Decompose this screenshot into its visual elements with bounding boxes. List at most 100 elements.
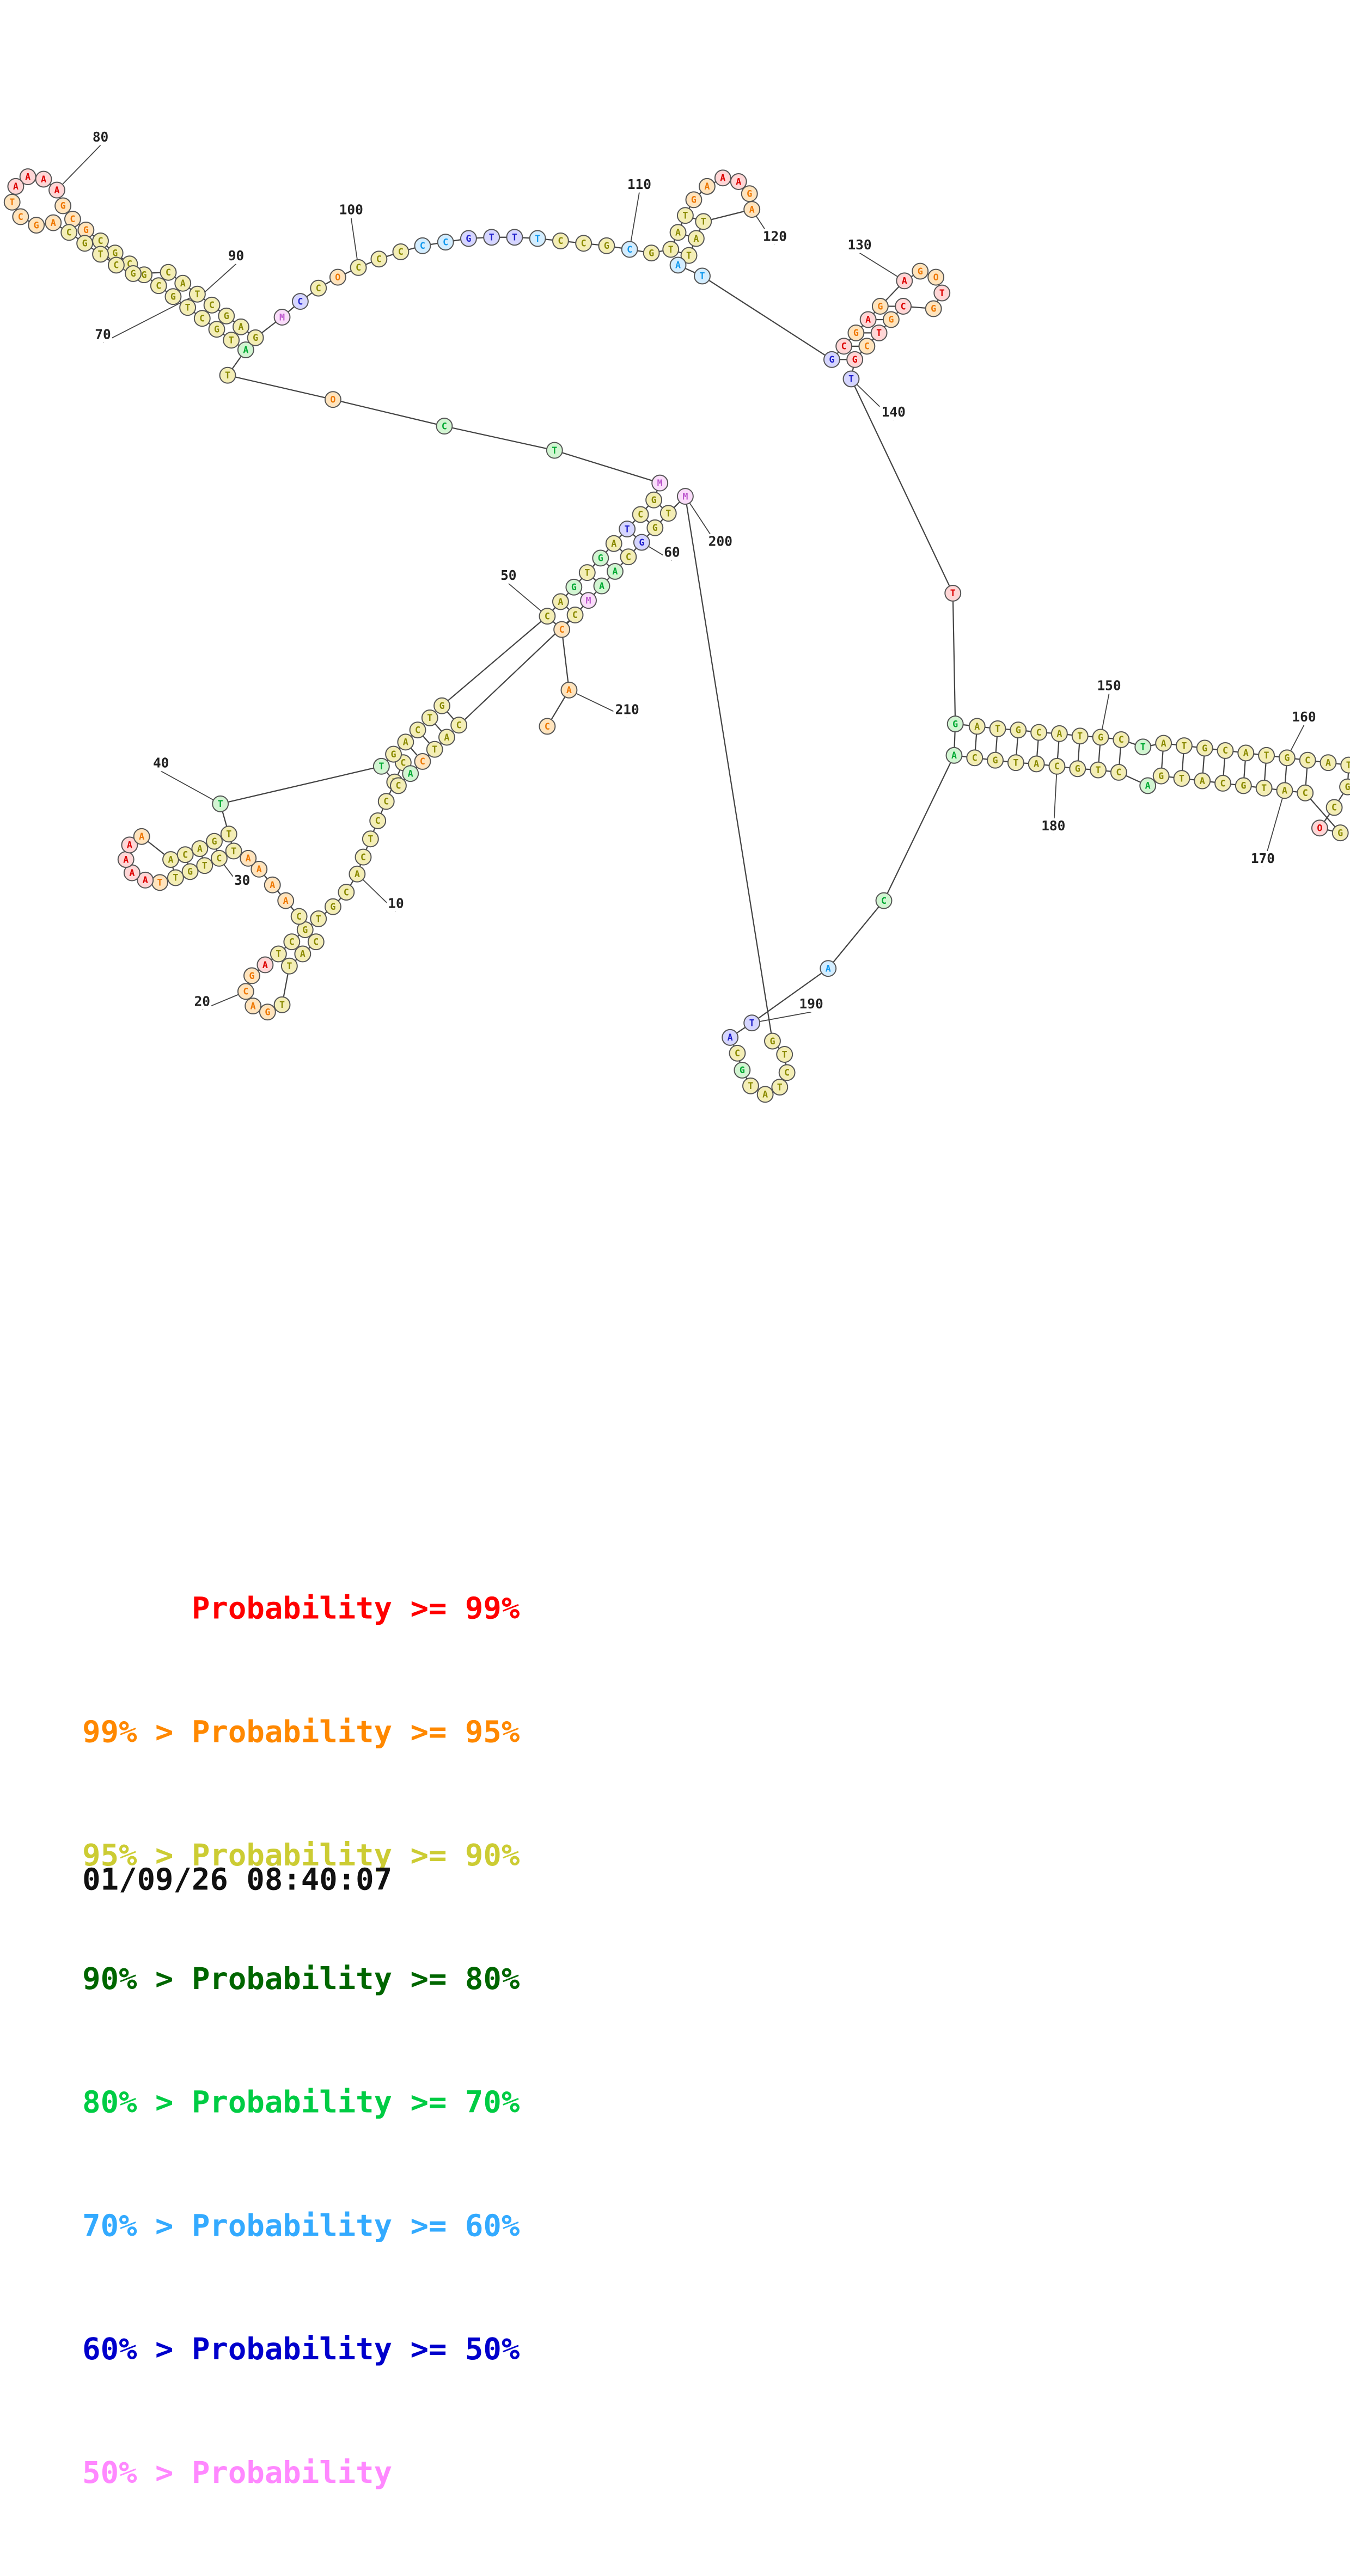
nucleotide-circle bbox=[409, 721, 426, 739]
nucleotide-circle bbox=[243, 967, 260, 984]
nucleotide: G bbox=[125, 265, 142, 282]
nucleotide: A bbox=[277, 892, 295, 909]
nucleotide-circle bbox=[92, 246, 109, 263]
nucleotide-letter: T bbox=[848, 374, 854, 384]
nucleotide-letter: G bbox=[1016, 725, 1021, 735]
nucleotide: G bbox=[208, 321, 225, 338]
nucleotide-letter: C bbox=[243, 987, 248, 997]
nucleotide-letter: G bbox=[918, 266, 923, 277]
nucleotide: T bbox=[989, 720, 1006, 737]
position-label-bg bbox=[337, 202, 365, 218]
backbone-edge bbox=[850, 378, 954, 593]
nucleotide-letter: C bbox=[216, 853, 222, 864]
nucleotide: C bbox=[895, 298, 912, 315]
nucleotide-letter: C bbox=[156, 280, 161, 291]
nucleotide-circle bbox=[1152, 767, 1170, 785]
nucleotide-circle bbox=[12, 208, 29, 225]
nucleotide: G bbox=[259, 1004, 276, 1021]
nucleotide-letter: A bbox=[25, 172, 30, 182]
label-leader-line bbox=[161, 770, 221, 805]
nucleotide: C bbox=[310, 279, 327, 297]
nucleotide-circle bbox=[870, 324, 888, 341]
nucleotide-circle bbox=[882, 311, 900, 328]
nucleotide: O bbox=[324, 391, 341, 408]
nucleotide: A bbox=[240, 849, 257, 867]
position-label-bg bbox=[193, 994, 212, 1010]
nucleotide: T bbox=[578, 564, 596, 582]
nucleotide: C bbox=[729, 1044, 746, 1062]
nucleotide-circle bbox=[896, 272, 913, 290]
nucleotide-circle bbox=[203, 296, 221, 314]
nucleotide: M bbox=[676, 488, 694, 505]
nucleotide-circle bbox=[871, 298, 889, 315]
nucleotide: A bbox=[1237, 744, 1255, 762]
nucleotide: G bbox=[385, 745, 402, 763]
nucleotide-circle bbox=[460, 230, 477, 247]
nucleotide-circle bbox=[240, 849, 257, 867]
nucleotide-letter: G bbox=[83, 225, 89, 235]
nucleotide-circle bbox=[698, 178, 716, 195]
nucleotide-circle bbox=[529, 230, 546, 247]
position-label: 20 bbox=[194, 994, 210, 1009]
nucleotide-circle bbox=[632, 506, 649, 523]
nucleotide-letter: A bbox=[1282, 786, 1287, 796]
nucleotide: A bbox=[1155, 735, 1172, 752]
nucleotide-circle bbox=[578, 564, 596, 582]
nucleotide: C bbox=[390, 777, 407, 794]
nucleotide-letter: C bbox=[18, 212, 23, 222]
nucleotide-circle bbox=[620, 548, 637, 566]
nucleotide: A bbox=[722, 1029, 739, 1046]
nucleotide-letter: T bbox=[9, 197, 15, 207]
nucleotide-letter: T bbox=[1013, 757, 1018, 768]
position-label: 10 bbox=[388, 895, 404, 911]
nucleotide-letter: C bbox=[784, 1068, 790, 1078]
nucleotide-circle bbox=[377, 793, 395, 810]
nucleotide-letter: O bbox=[330, 394, 335, 405]
nucleotide-circle bbox=[1194, 772, 1211, 790]
backbone-edge bbox=[561, 629, 570, 690]
nucleotide-letter: T bbox=[368, 834, 373, 845]
nucleotide-circle bbox=[1071, 727, 1089, 745]
nucleotide-circle bbox=[164, 288, 182, 305]
nucleotide-letter: A bbox=[1161, 738, 1166, 749]
nucleotide-circle bbox=[912, 262, 929, 280]
nucleotide-circle bbox=[676, 207, 694, 224]
nucleotide-circle bbox=[598, 237, 615, 254]
nucleotide: T bbox=[944, 584, 962, 602]
nucleotide: C bbox=[1214, 775, 1231, 792]
nucleotide-letter: A bbox=[865, 315, 871, 325]
nucleotide-letter: C bbox=[881, 896, 887, 906]
nucleotide-circle bbox=[259, 1004, 276, 1021]
nucleotide-circle bbox=[369, 812, 387, 829]
nucleotide-letter: C bbox=[1036, 727, 1042, 738]
nucleotide-letter: C bbox=[415, 725, 420, 735]
nucleotide-letter: M bbox=[586, 596, 591, 606]
nucleotide: T bbox=[529, 230, 546, 247]
nucleotide-letter: A bbox=[762, 1090, 768, 1100]
nucleotide-circle bbox=[324, 898, 341, 915]
nucleotide-circle bbox=[438, 729, 455, 746]
nucleotide-circle bbox=[181, 863, 199, 880]
backbone-edge bbox=[685, 496, 773, 1042]
nucleotide-letter: C bbox=[356, 262, 361, 273]
nucleotide: A bbox=[552, 593, 569, 610]
nucleotide-circle bbox=[694, 267, 711, 285]
nucleotide-letter: C bbox=[1119, 735, 1124, 745]
nucleotide: C bbox=[409, 721, 426, 739]
nucleotide-letter: T bbox=[378, 761, 384, 772]
nucleotide: A bbox=[232, 318, 249, 335]
nucleotide: A bbox=[1050, 725, 1068, 742]
position-label-bg bbox=[1249, 850, 1277, 867]
nucleotide-letter: C bbox=[545, 611, 550, 621]
nucleotide: T bbox=[310, 910, 327, 927]
nucleotide-circle bbox=[771, 1079, 789, 1096]
nucleotide-circle bbox=[680, 247, 698, 264]
nucleotide-letter: C bbox=[638, 510, 643, 520]
nucleotide: G bbox=[741, 185, 758, 203]
nucleotide: T bbox=[695, 213, 712, 230]
nucleotide-letter: G bbox=[1284, 753, 1290, 763]
nucleotide-circle bbox=[283, 933, 301, 951]
nucleotide: A bbox=[349, 865, 366, 883]
nucleotide: G bbox=[181, 863, 199, 880]
nucleotide: T bbox=[151, 874, 168, 891]
